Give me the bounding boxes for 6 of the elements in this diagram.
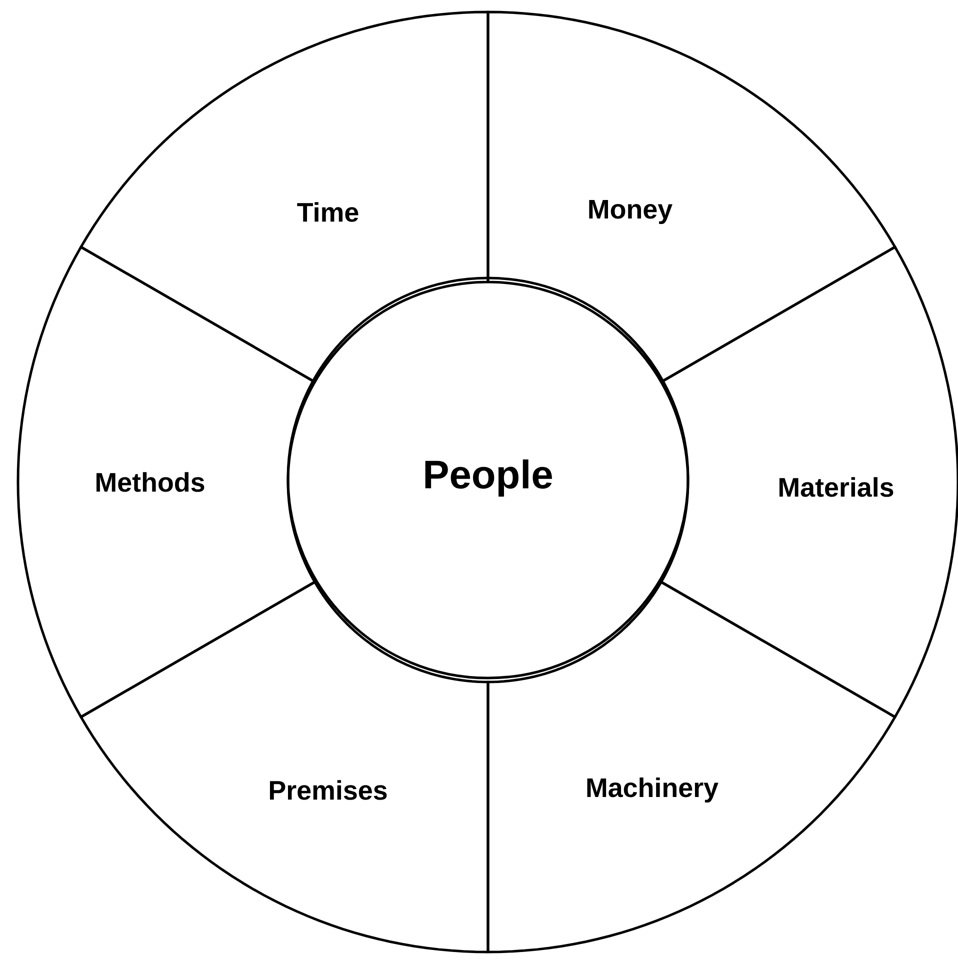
wheel-sector: Machinery xyxy=(486,580,896,954)
wheel-sector: Premises xyxy=(80,580,490,954)
wheel-sector: Money xyxy=(486,10,896,384)
wheel-sector: Methods xyxy=(16,246,316,718)
wheel-sector: Materials xyxy=(660,246,958,718)
wheel-sector: Time xyxy=(80,10,490,384)
